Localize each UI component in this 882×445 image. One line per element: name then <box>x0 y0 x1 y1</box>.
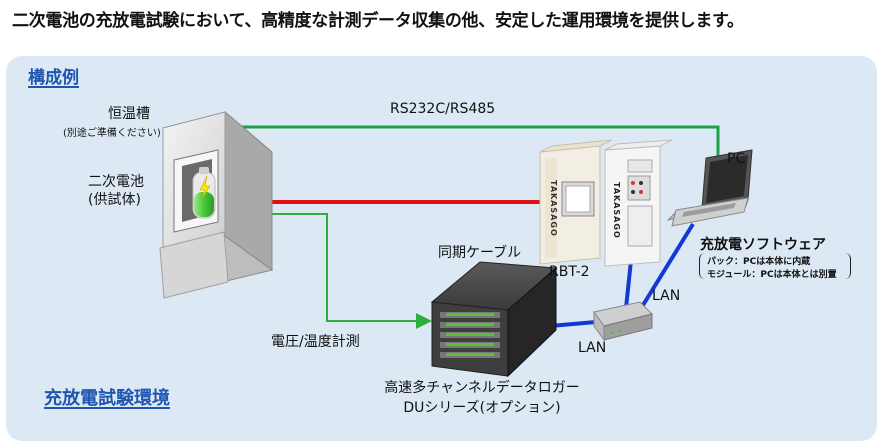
serial-label: RS232C/RS485 <box>390 101 496 117</box>
chamber-illustration <box>159 110 274 299</box>
measurement-line <box>222 213 432 329</box>
sync-cable-label: 同期ケーブル <box>438 245 522 261</box>
lan-line-logger <box>549 320 597 328</box>
pc-label: PC <box>727 151 746 167</box>
rbt-label: RBT-2 <box>549 264 590 280</box>
rbt-equipment: TAKASAGO TAKASAGO <box>539 139 673 267</box>
logger-label: 高速多チャンネルデータロガー <box>384 380 580 396</box>
rbt-brand-left: TAKASAGO <box>549 180 558 237</box>
chamber-label: 恒温槽 <box>108 106 150 122</box>
software-note-bracket <box>699 253 851 279</box>
battery-label: 二次電池 <box>88 174 144 190</box>
environment-title: 充放電試験環境 <box>44 388 170 409</box>
lan-hub <box>593 301 653 342</box>
rbt-brand-right: TAKASAGO <box>612 182 621 239</box>
software-label: 充放電ソフトウェア <box>700 237 826 253</box>
battery-sublabel: (供試体) <box>88 192 141 208</box>
chamber-note: (別途ご準備ください) <box>63 128 161 139</box>
data-logger <box>430 261 558 378</box>
headline: 二次電池の充放電試験において、高精度な計測データ収集の他、安定した運用環境を提供… <box>12 11 744 31</box>
lan-line-pc <box>638 222 695 312</box>
config-example-title: 構成例 <box>28 68 79 88</box>
software-note-module: モジュール：PCは本体とは別置 <box>707 270 837 280</box>
software-note-pack: パック：PCは本体に内蔵 <box>707 257 811 267</box>
laptop-pc <box>666 149 753 227</box>
diagram-panel <box>6 56 877 441</box>
logger-sublabel: DUシリーズ(オプション) <box>403 400 561 416</box>
lan-label-lower: LAN <box>578 340 607 356</box>
battery-icon <box>192 167 216 219</box>
lan-label-upper: LAN <box>652 288 681 304</box>
measurement-label: 電圧/温度計測 <box>271 334 360 350</box>
